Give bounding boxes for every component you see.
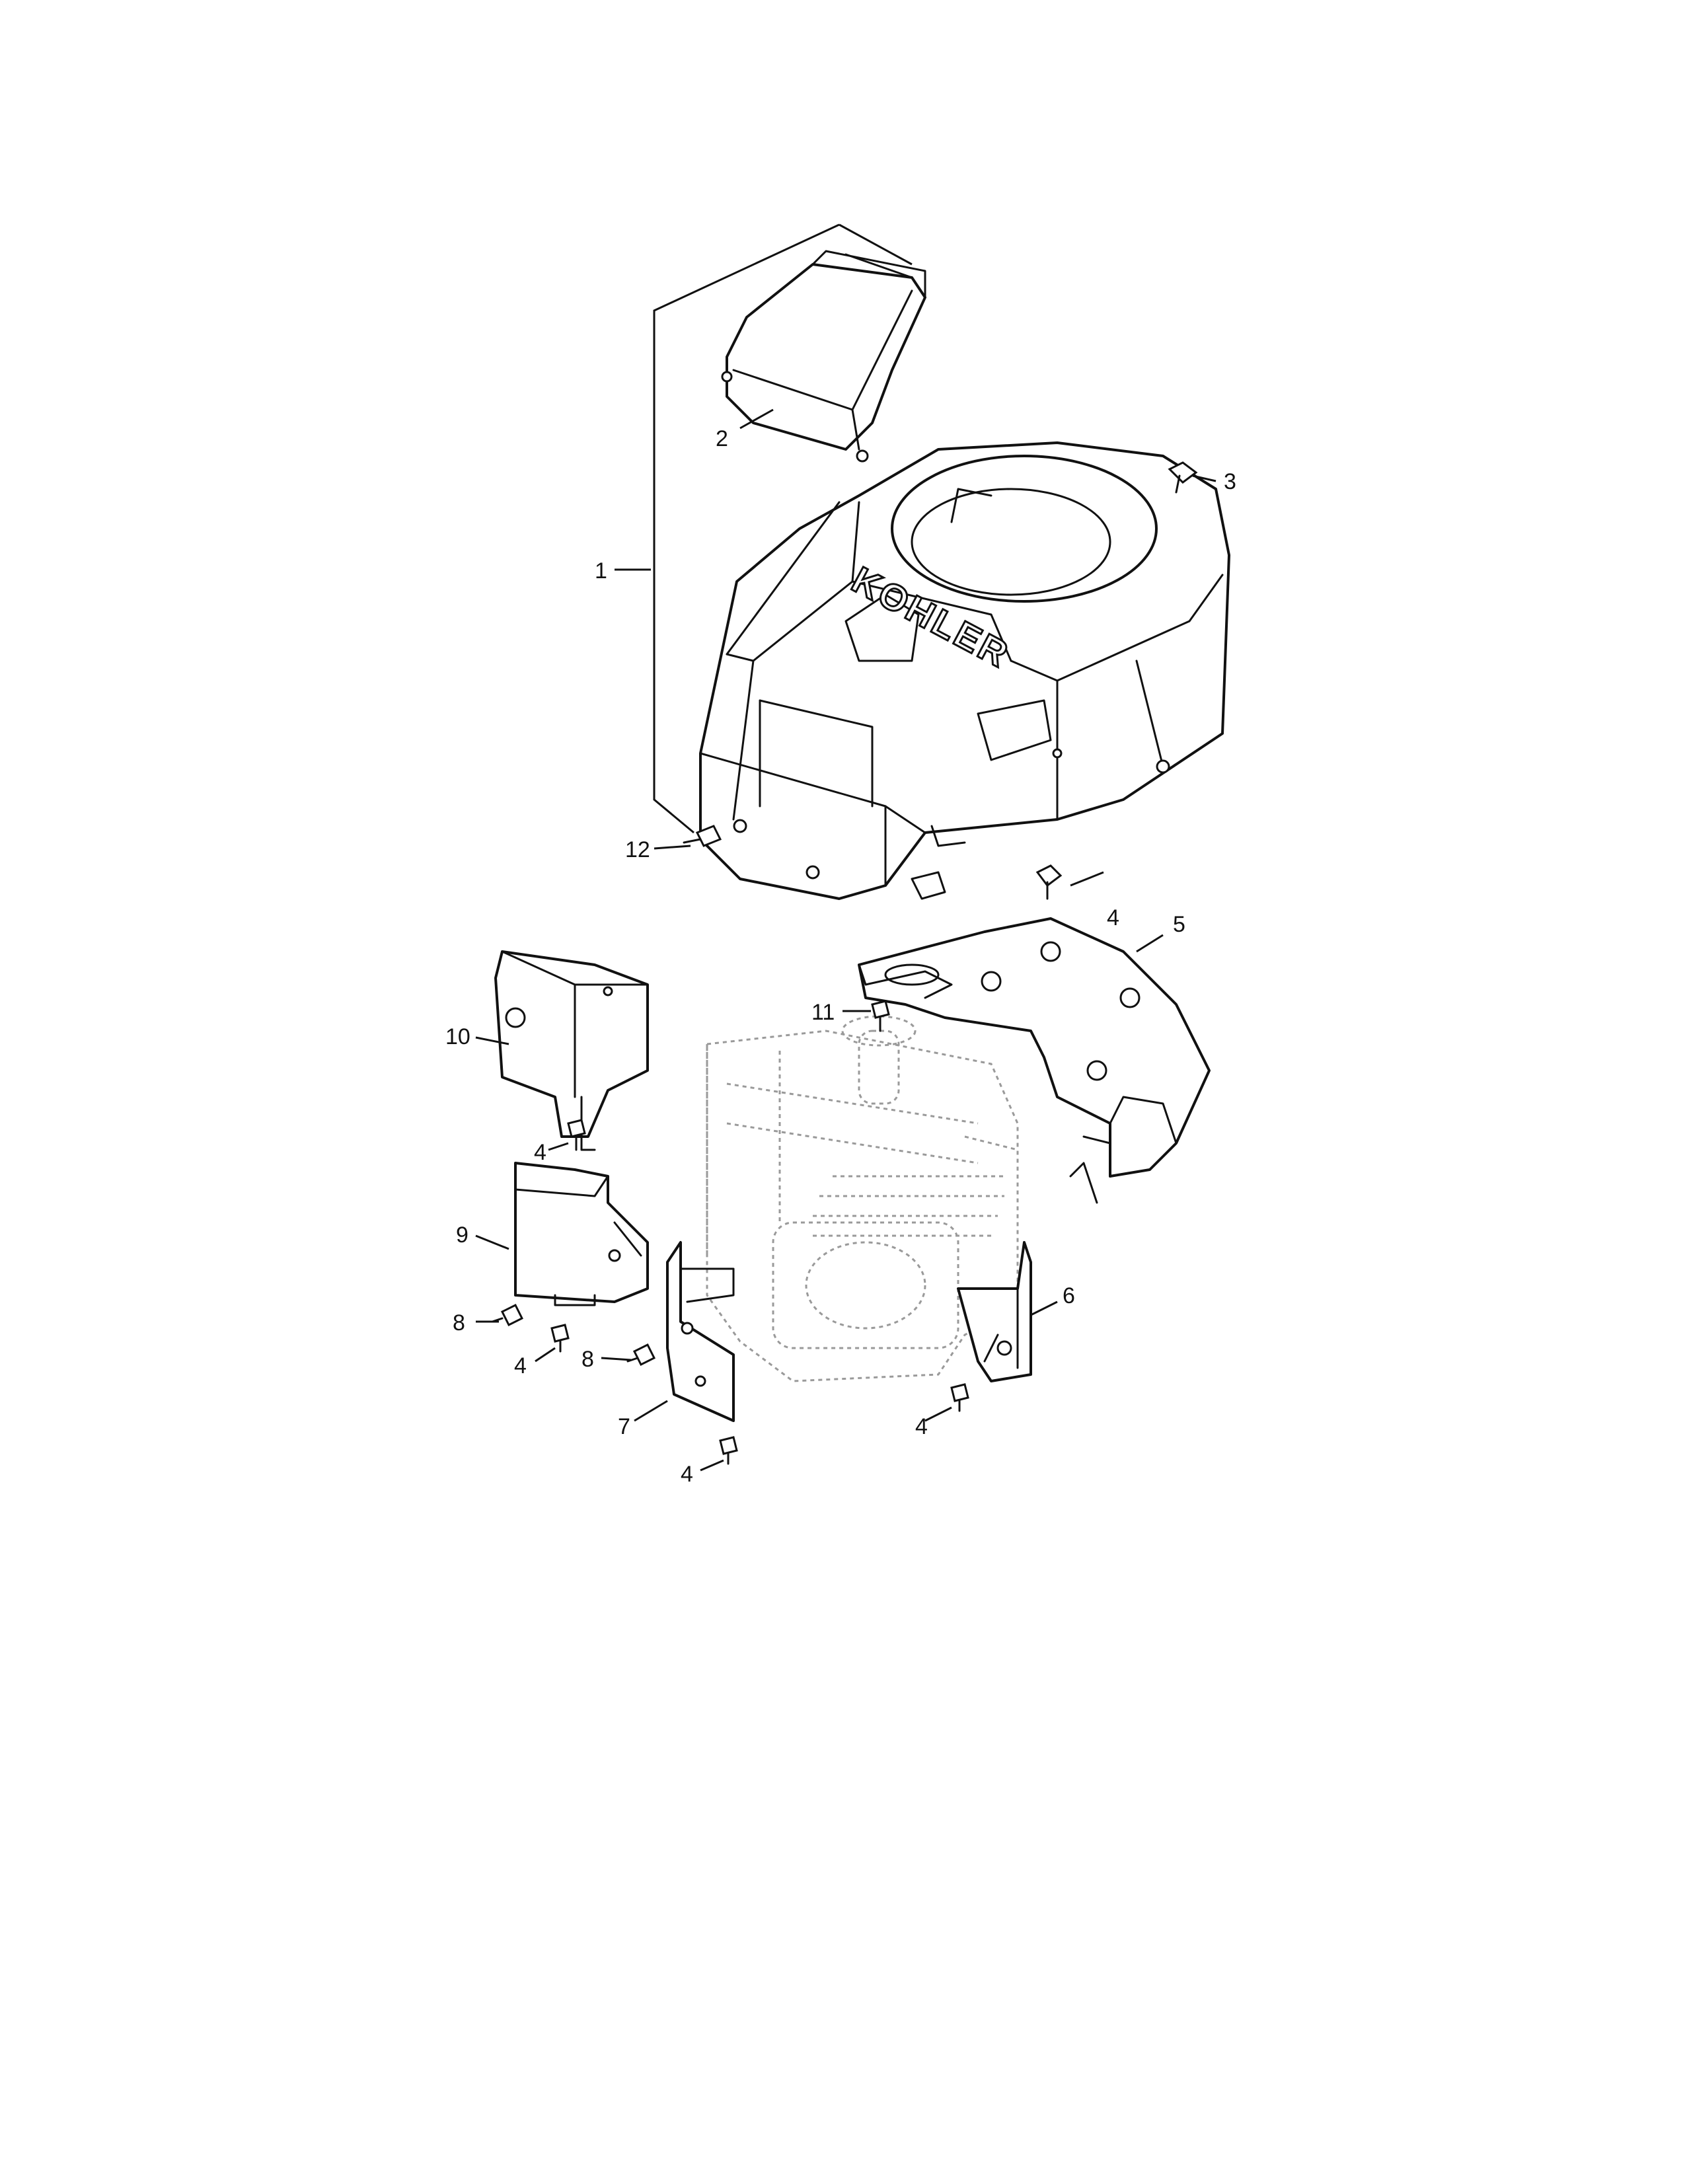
screw-8-bracket[interactable] (626, 1343, 656, 1367)
side-shroud-lower[interactable] (514, 1162, 649, 1306)
callout-4-housing: 4 (1107, 905, 1119, 930)
top-cover[interactable] (721, 250, 926, 463)
engine-block-ghost (706, 1015, 1019, 1382)
screw-11[interactable] (871, 1000, 890, 1032)
callout-4-bracket: 4 (681, 1462, 693, 1487)
callout-4-left: 4 (514, 1353, 527, 1378)
side-shroud-right[interactable] (957, 1241, 1032, 1382)
callout-1: 1 (595, 558, 607, 584)
mounting-bracket[interactable] (666, 1241, 735, 1422)
screw-3[interactable] (1168, 461, 1198, 494)
callout-12: 12 (625, 837, 650, 862)
callout-4-right: 4 (915, 1414, 928, 1439)
baffle-plate[interactable] (858, 917, 1211, 1204)
callout-8-left: 8 (453, 1310, 465, 1336)
callout-8-bracket: 8 (581, 1347, 594, 1372)
callout-7: 7 (618, 1414, 630, 1439)
callout-10: 10 (445, 1024, 470, 1049)
callout-4-shroud-upper: 4 (534, 1140, 546, 1165)
screw-4-shroud-upper[interactable] (567, 1119, 586, 1151)
callout-11: 11 (811, 1000, 835, 1025)
callout-labels: 1 2 3 4 4 4 4 4 4 5 6 7 8 8 9 10 11 12 (445, 426, 1236, 1487)
screw-4-left[interactable] (550, 1324, 570, 1353)
side-shroud-upper[interactable] (494, 950, 649, 1151)
callout-6: 6 (1063, 1283, 1075, 1308)
screw-12[interactable] (683, 825, 722, 847)
callout-5: 5 (1173, 912, 1185, 937)
callout-3: 3 (1224, 469, 1236, 494)
leader-lines (475, 408, 1217, 1472)
blower-housing[interactable]: KOHLER (699, 441, 1230, 900)
callout-9: 9 (456, 1223, 468, 1248)
screw-4-bracket[interactable] (719, 1436, 738, 1465)
screw-4-right[interactable] (950, 1383, 969, 1412)
assembly-group-line-top (839, 223, 913, 266)
screw-8-left[interactable] (491, 1303, 524, 1327)
screw-4-housing[interactable] (1035, 864, 1063, 900)
callout-2: 2 (716, 426, 728, 451)
assembly-group-line (653, 223, 840, 834)
